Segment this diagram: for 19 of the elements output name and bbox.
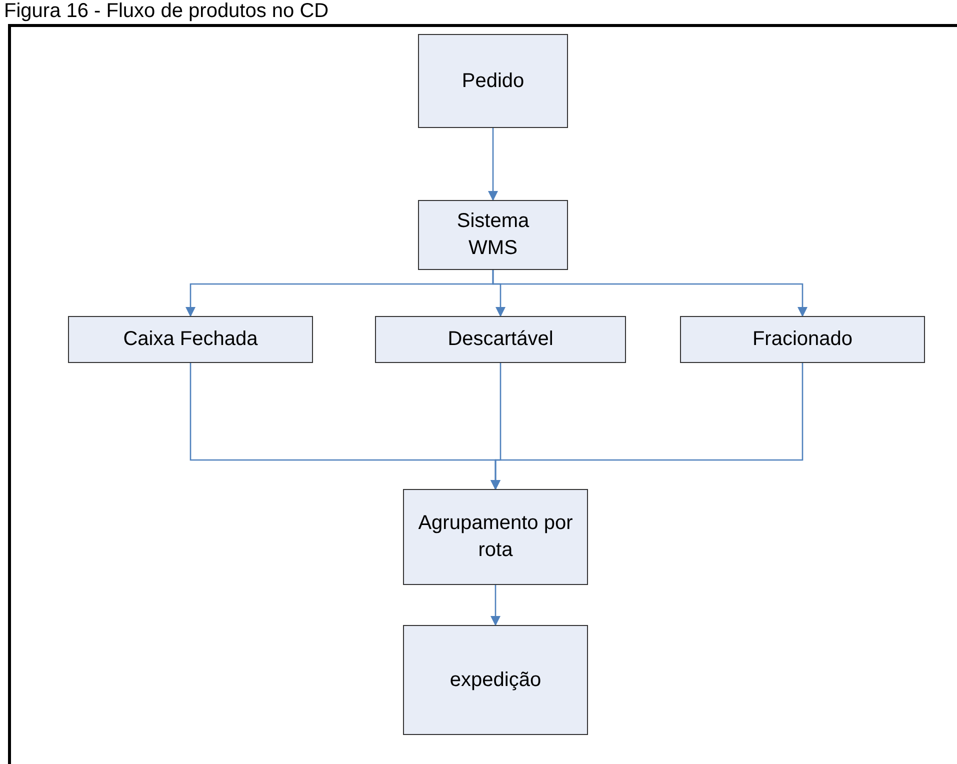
- process-box: [403, 489, 588, 585]
- process-box: [403, 625, 588, 735]
- arrow: [492, 270, 808, 317]
- box-label: Pedido: [462, 68, 524, 94]
- process-box: [375, 316, 626, 363]
- box-label: Agrupamento por rota: [418, 511, 573, 563]
- arrow: [490, 585, 500, 626]
- box-label: Fracionado: [752, 327, 853, 352]
- process-box: [68, 316, 313, 363]
- arrow: [488, 128, 498, 201]
- process-box: [418, 200, 568, 270]
- box-label: Caixa Fechada: [123, 327, 258, 352]
- arrow: [490, 363, 804, 490]
- box-label: Descartável: [448, 327, 554, 352]
- process-box: [418, 34, 568, 128]
- process-box: [680, 316, 925, 363]
- figure-title: Figura 16 - Fluxo de produtos no CD: [4, 0, 329, 22]
- box-label: Sistema WMS: [456, 209, 530, 261]
- box-label: expedição: [450, 668, 542, 692]
